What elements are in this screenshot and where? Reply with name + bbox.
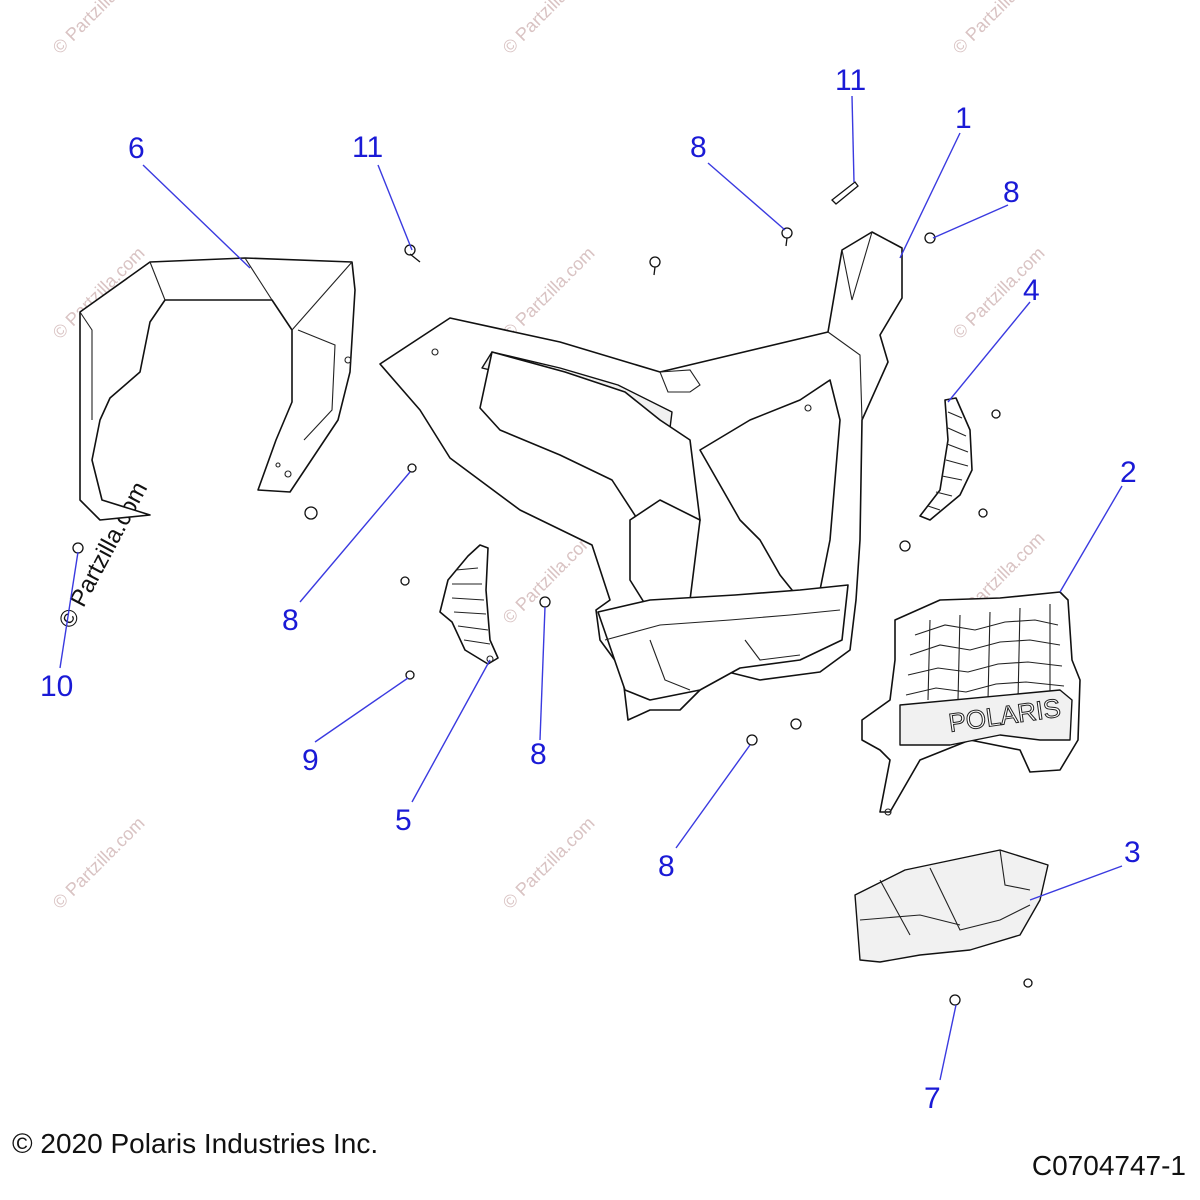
fastener-screw [407, 463, 417, 473]
fastener-screw [991, 409, 1001, 419]
watermark: © Partzilla.com [49, 0, 149, 58]
fastener-screw [405, 670, 415, 680]
part-3-lower-skid [854, 849, 1049, 963]
fastener-screw [831, 181, 859, 205]
drawing-number: C0704747-1 [1031, 1150, 1186, 1181]
callout-label: 8 [282, 604, 299, 637]
part-5-left-vent [439, 544, 499, 665]
callout-label: 1 [955, 102, 972, 135]
fastener-screw [978, 508, 988, 518]
callout-label: 3 [1124, 836, 1141, 869]
fastener-screw [409, 253, 421, 263]
callout-label: 8 [658, 850, 675, 883]
callout-label: 6 [128, 132, 145, 165]
callout-label: 11 [352, 131, 383, 164]
watermark: © Partzilla.com [49, 813, 149, 913]
fastener-group [72, 181, 1033, 1006]
fastener-screw [72, 542, 84, 554]
callout-label: 8 [690, 131, 707, 164]
fastener-screw [304, 506, 318, 520]
leader-lines [59, 95, 1123, 1081]
callout-label: 4 [1023, 274, 1040, 307]
watermark: © Partzilla.com [499, 813, 599, 913]
fastener-screw [539, 596, 551, 608]
fastener-screw [746, 734, 758, 746]
part-1-front-fascia [379, 231, 903, 721]
callout-label: 9 [302, 744, 319, 777]
part-2-front-grille: POLARIS [861, 591, 1081, 816]
fastener-screw [649, 256, 661, 268]
fastener-screw [785, 237, 788, 247]
fastener-screw [400, 576, 410, 586]
fastener-screw [653, 266, 656, 276]
part-6-fender-panel [79, 257, 356, 521]
callout-group: 11 11 1 8 8 6 4 2 8 10 8 9 5 8 3 7 [40, 64, 1141, 1115]
fastener-screw [924, 232, 936, 244]
callout-label: 5 [395, 804, 412, 837]
callout-label: 7 [924, 1082, 941, 1115]
callout-label: 8 [530, 738, 547, 771]
fastener-screw [790, 718, 802, 730]
watermark: © Partzilla.com [949, 0, 1049, 58]
callout-label: 8 [1003, 176, 1020, 209]
fastener-screw [949, 994, 961, 1006]
callout-label: 2 [1120, 456, 1137, 489]
callout-label: 10 [40, 670, 73, 703]
watermark: © Partzilla.com [499, 0, 599, 58]
callout-label: 11 [835, 64, 866, 97]
copyright-notice: © 2020 Polaris Industries Inc. [12, 1128, 379, 1159]
fastener-screw [899, 540, 911, 552]
part-4-right-vent [919, 397, 973, 521]
fastener-screw [1023, 978, 1033, 988]
watermark: © Partzilla.com [499, 243, 599, 343]
watermark: © Partzilla.com [499, 528, 599, 628]
